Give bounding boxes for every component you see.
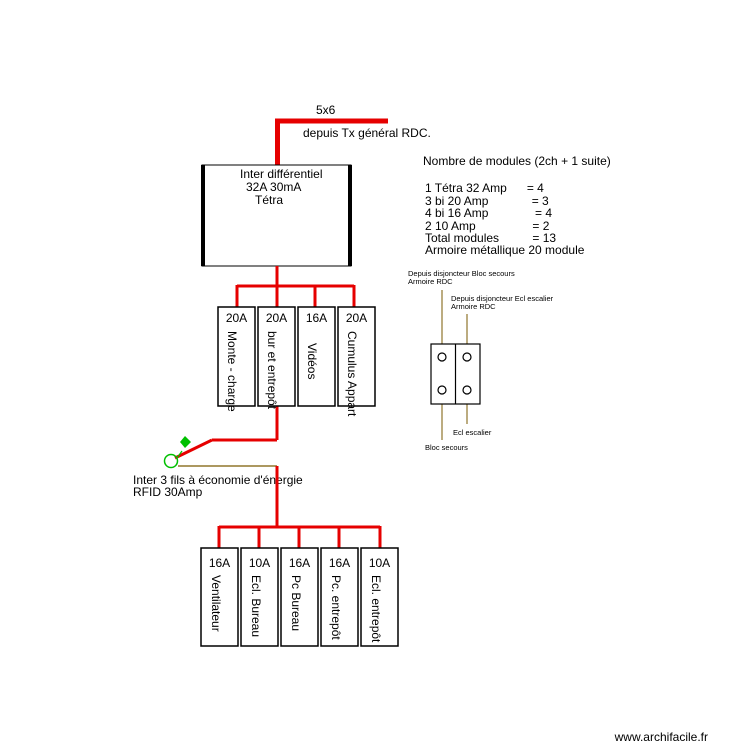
- watermark: www.archifacile.fr: [614, 730, 708, 744]
- main-breaker-left-edge: [201, 165, 205, 266]
- breaker-rating: 10A: [249, 556, 270, 570]
- breaker-label: Ecl. entrepôt: [369, 575, 383, 643]
- breaker-label: Pc Bureau: [289, 575, 303, 631]
- switch-contact-icon: [163, 453, 179, 469]
- terminal-icon: [462, 385, 472, 395]
- breaker-label: Ventilateur: [209, 575, 223, 632]
- from-bloc-label: Depuis disjoncteur Bloc secours: [408, 269, 515, 278]
- feed-source-label: depuis Tx général RDC.: [303, 126, 431, 140]
- main-breaker-line1: Inter différentiel: [240, 167, 323, 181]
- from-ecl-label: Armoire RDC: [451, 302, 496, 311]
- modules-line: 1 Tétra 32 Amp = 4: [425, 181, 544, 195]
- breaker-rating: 10A: [369, 556, 390, 570]
- breaker-label: Cumulus Appart: [345, 331, 359, 417]
- breaker-ventilateur: 16A Ventilateur: [200, 547, 239, 647]
- switch-label-line1: Inter 3 fils à économie d'énergie: [133, 473, 303, 487]
- ecl-escalier-label: Ecl escalier: [453, 428, 492, 437]
- breaker-rating: 16A: [289, 556, 310, 570]
- switch: Inter 3 fils à économie d'énergie RFID 3…: [133, 436, 303, 499]
- group1-wires: [174, 266, 356, 460]
- modules-title: Nombre de modules (2ch + 1 suite): [423, 154, 611, 168]
- modules-line: Armoire métallique 20 module: [425, 243, 585, 257]
- terminal-icon: [437, 352, 447, 362]
- breaker-label: Ecl. Bureau: [249, 575, 263, 637]
- main-breaker-line3: Tétra: [255, 193, 283, 207]
- breaker-rating: 16A: [306, 311, 327, 325]
- switch-label-line2: RFID 30Amp: [133, 485, 203, 499]
- group2-wires: [217, 466, 382, 548]
- breaker-rating: 20A: [346, 311, 367, 325]
- breaker-ecl-bureau: 10A Ecl. Bureau: [240, 547, 279, 647]
- breaker-label: Vidéos: [305, 343, 319, 379]
- breaker-monte-charge: 20A Monte - charge: [217, 306, 256, 412]
- breaker-pc-entrepot: 16A Pc. entrepôt: [320, 547, 359, 647]
- breaker-videos: 16A Vidéos: [297, 306, 336, 407]
- main-feed: 5x6 depuis Tx général RDC.: [275, 103, 431, 165]
- breaker-rating: 16A: [329, 556, 350, 570]
- main-breaker: Inter différentiel 32A 30mA Tétra: [201, 164, 352, 267]
- breaker-label: Pc. entrepôt: [329, 575, 343, 640]
- terminal-icon: [462, 352, 472, 362]
- from-ecl-label: Depuis disjoncteur Ecl escalier: [451, 294, 554, 303]
- breaker-rating: 20A: [266, 311, 287, 325]
- main-breaker-right-edge: [348, 165, 352, 266]
- breaker-label: bur et entrepôt: [265, 331, 279, 410]
- from-bloc-label: Armoire RDC: [408, 277, 453, 286]
- modules-line: 2 10 Amp = 2: [425, 219, 550, 233]
- feed-cable-label: 5x6: [316, 103, 336, 117]
- switch-flag-icon: [180, 436, 191, 448]
- switch-lever: [176, 450, 183, 459]
- breaker-pc-bureau: 16A Pc Bureau: [280, 547, 319, 647]
- module-count-notes: Nombre de modules (2ch + 1 suite) 1 Tétr…: [423, 154, 611, 257]
- modules-line: 3 bi 20 Amp = 3: [425, 194, 549, 208]
- modules-line: Total modules = 13: [425, 231, 556, 245]
- group1-breakers: 20A Monte - charge 20A bur et entrepôt 1…: [217, 306, 376, 417]
- terminal-icon: [437, 385, 447, 395]
- emergency-detail: Depuis disjoncteur Bloc secours Armoire …: [408, 269, 554, 452]
- modules-line: 4 bi 16 Amp = 4: [425, 206, 552, 220]
- breaker-rating: 16A: [209, 556, 230, 570]
- main-breaker-line2: 32A 30mA: [246, 180, 301, 194]
- breaker-label: Monte - charge: [225, 331, 239, 412]
- breaker-ecl-entrepot: 10A Ecl. entrepôt: [360, 547, 399, 647]
- breaker-rating: 20A: [226, 311, 247, 325]
- group2-breakers: 16A Ventilateur 10A Ecl. Bureau 16A Pc B…: [200, 547, 399, 647]
- bloc-secours-label: Bloc secours: [425, 443, 468, 452]
- breaker-cumulus-appart: 20A Cumulus Appart: [337, 306, 376, 417]
- breaker-bur-entrepot: 20A bur et entrepôt: [257, 306, 296, 410]
